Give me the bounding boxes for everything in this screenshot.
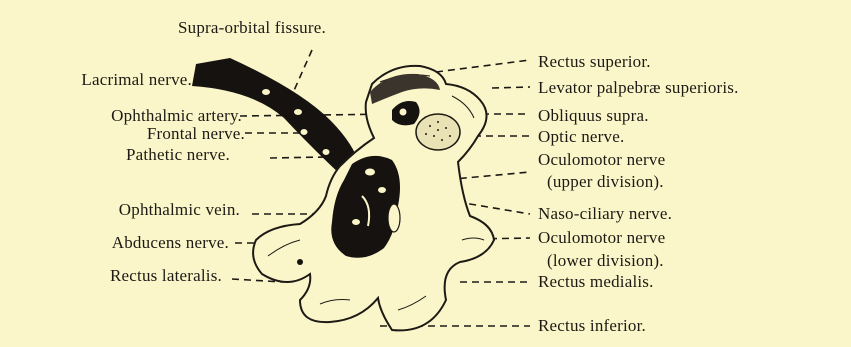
stipple-3 — [445, 127, 447, 129]
leader-levator — [492, 87, 530, 88]
leader-pathetic-nerve — [270, 157, 326, 158]
fh-2 — [378, 187, 386, 193]
optic-nerve — [416, 114, 460, 150]
stipple-7 — [425, 133, 427, 135]
stipple-8 — [437, 129, 439, 131]
stipple-6 — [449, 135, 451, 137]
stipple-2 — [437, 121, 439, 123]
obliquus-dot — [400, 109, 407, 116]
leader-rectus-superior — [436, 60, 530, 72]
leader-supra-orbital — [292, 50, 312, 95]
stipple-5 — [441, 139, 443, 141]
abducens-dot — [297, 259, 303, 265]
highlight-3 — [301, 129, 308, 135]
stipple-1 — [429, 125, 431, 127]
naso-ciliary — [388, 204, 400, 232]
highlight-2 — [294, 109, 302, 115]
highlight-1 — [262, 89, 270, 95]
fh-1 — [365, 169, 375, 176]
stipple-4 — [433, 135, 435, 137]
highlight-4 — [323, 149, 330, 155]
fh-3 — [352, 219, 360, 225]
